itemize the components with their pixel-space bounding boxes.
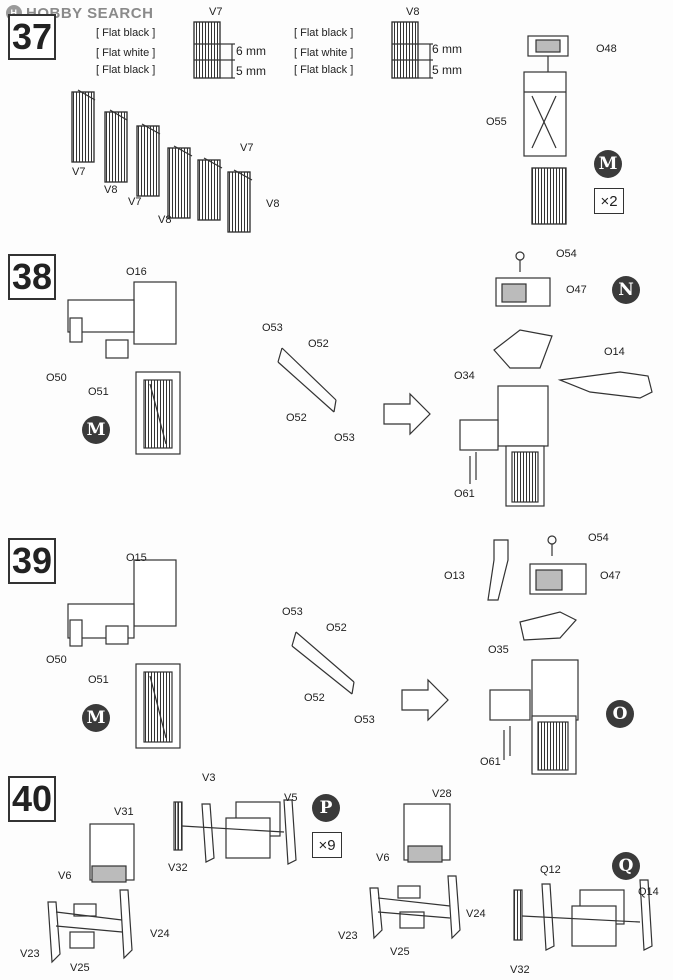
paint-label: [ Flat black ] bbox=[96, 64, 156, 76]
part-label: V6 bbox=[376, 852, 390, 864]
part-label: V6 bbox=[58, 870, 72, 882]
bogie-left-40 bbox=[47, 823, 135, 964]
part-label: O34 bbox=[454, 370, 475, 382]
watermark-text: HOBBY SEARCH bbox=[26, 4, 154, 22]
tower-left-38 bbox=[67, 281, 181, 455]
part-label: O54 bbox=[588, 532, 609, 544]
dimension-label: 6 mm bbox=[236, 44, 266, 58]
part-label-v7-title: V7 bbox=[209, 6, 223, 18]
part-label: V32 bbox=[510, 964, 530, 976]
part-label: O55 bbox=[486, 116, 507, 128]
subassembly-badge-p: P bbox=[312, 794, 340, 822]
part-label: O61 bbox=[454, 488, 475, 500]
arrow-next-39 bbox=[401, 678, 449, 722]
part-label: O51 bbox=[88, 386, 109, 398]
spring-strip-v8 bbox=[391, 21, 433, 79]
part-label: V25 bbox=[70, 962, 90, 974]
step-number-37: 37 bbox=[8, 14, 56, 60]
part-label: Q12 bbox=[540, 864, 561, 876]
spring-strip-v7 bbox=[193, 21, 235, 79]
bogie-top-40 bbox=[173, 799, 297, 865]
part-label: V23 bbox=[338, 930, 358, 942]
rods-38 bbox=[277, 347, 337, 413]
part-label: O50 bbox=[46, 654, 67, 666]
part-label: V31 bbox=[114, 806, 134, 818]
part-label: O48 bbox=[596, 43, 617, 55]
part-label: V3 bbox=[202, 772, 216, 784]
part-label: V5 bbox=[284, 792, 298, 804]
part-label: O54 bbox=[556, 248, 577, 260]
paint-label: [ Flat black ] bbox=[294, 64, 354, 76]
bogie-mid-40 bbox=[369, 803, 461, 940]
part-label: V32 bbox=[168, 862, 188, 874]
part-label: O52 bbox=[326, 622, 347, 634]
quantity-box: ×2 bbox=[594, 188, 624, 214]
part-label: O35 bbox=[488, 644, 509, 656]
part-label-v8-title: V8 bbox=[406, 6, 420, 18]
paint-label: [ Flat black ] bbox=[294, 27, 354, 39]
part-label: V24 bbox=[466, 908, 486, 920]
rods-39 bbox=[291, 631, 355, 695]
paint-label: [ Flat white ] bbox=[294, 47, 354, 59]
tower-assembly-37 bbox=[523, 35, 569, 225]
part-label: O61 bbox=[480, 756, 501, 768]
part-label: Q14 bbox=[638, 886, 659, 898]
part-label: O53 bbox=[282, 606, 303, 618]
tower-right-38 bbox=[459, 251, 653, 507]
part-label: V8 bbox=[266, 198, 280, 210]
dimension-label: 5 mm bbox=[432, 63, 462, 77]
part-label: O52 bbox=[286, 412, 307, 424]
part-label: O47 bbox=[566, 284, 587, 296]
part-label: O53 bbox=[262, 322, 283, 334]
step-number-39: 39 bbox=[8, 538, 56, 584]
subassembly-badge-m: M bbox=[82, 704, 110, 732]
tower-left-39 bbox=[67, 559, 181, 749]
part-label: O53 bbox=[354, 714, 375, 726]
subassembly-badge-n: N bbox=[612, 276, 640, 304]
quantity-box: ×9 bbox=[312, 832, 342, 858]
part-label: O16 bbox=[126, 266, 147, 278]
part-label: O47 bbox=[600, 570, 621, 582]
part-label: O52 bbox=[308, 338, 329, 350]
subassembly-badge-q: Q bbox=[612, 852, 640, 880]
tower-right-39 bbox=[487, 535, 587, 775]
paint-label: [ Flat black ] bbox=[96, 27, 156, 39]
part-label: V7 bbox=[72, 166, 86, 178]
paint-label: [ Flat white ] bbox=[96, 47, 156, 59]
subassembly-badge-o: O bbox=[606, 700, 634, 728]
subassembly-badge-m: M bbox=[82, 416, 110, 444]
part-label: O15 bbox=[126, 552, 147, 564]
part-label: V23 bbox=[20, 948, 40, 960]
part-label: V7 bbox=[128, 196, 142, 208]
subassembly-badge-m: M bbox=[594, 150, 622, 178]
part-label: O51 bbox=[88, 674, 109, 686]
step-number-38: 38 bbox=[8, 254, 56, 300]
dimension-label: 5 mm bbox=[236, 64, 266, 78]
spring-strip-row bbox=[71, 89, 253, 233]
part-label: O13 bbox=[444, 570, 465, 582]
part-label: O53 bbox=[334, 432, 355, 444]
part-label: O14 bbox=[604, 346, 625, 358]
arrow-next-38 bbox=[383, 392, 431, 436]
part-label: V24 bbox=[150, 928, 170, 940]
dimension-label: 6 mm bbox=[432, 42, 462, 56]
part-label: O52 bbox=[304, 692, 325, 704]
part-label: V8 bbox=[158, 214, 172, 226]
part-label: O50 bbox=[46, 372, 67, 384]
step-number-40: 40 bbox=[8, 776, 56, 822]
part-label: V8 bbox=[104, 184, 118, 196]
part-label: V25 bbox=[390, 946, 410, 958]
part-label: V7 bbox=[240, 142, 254, 154]
bogie-right-40 bbox=[513, 879, 653, 951]
part-label: V28 bbox=[432, 788, 452, 800]
